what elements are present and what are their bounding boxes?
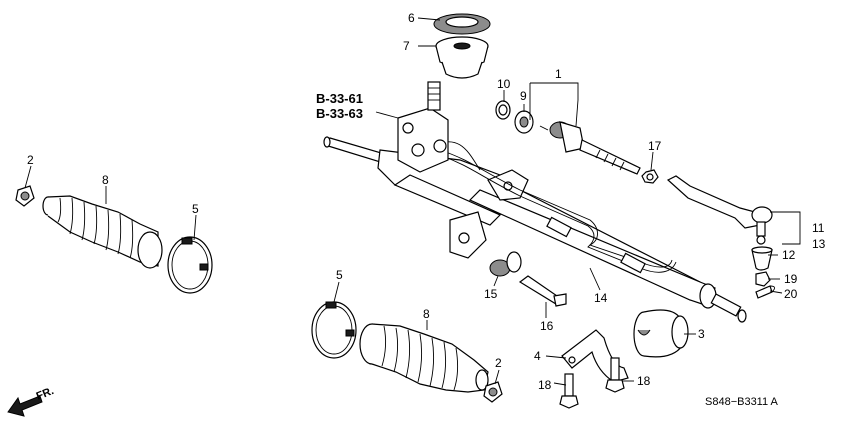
- callout-18-right: 18: [637, 374, 651, 388]
- callout-19: 19: [784, 272, 798, 286]
- callout-12: 12: [782, 248, 796, 262]
- grommet-part-15: [489, 251, 522, 277]
- callout-14: 14: [594, 291, 608, 305]
- reference-codes: B-33-61 B-33-63: [316, 91, 363, 121]
- callout-8-right: 8: [423, 307, 430, 321]
- callout-3: 3: [698, 327, 705, 341]
- callout-2-left: 2: [27, 153, 34, 167]
- bolt-part-16: [518, 275, 567, 307]
- boot-band-part-5-left: [167, 236, 213, 294]
- callout-20: 20: [784, 287, 798, 301]
- castle-nut-part-19: [755, 271, 771, 287]
- callout-15: 15: [484, 287, 498, 301]
- leader-lines: [24, 17, 801, 386]
- bolt-part-18-right: [605, 357, 625, 393]
- boot-part-12: [751, 246, 773, 271]
- callout-11: 11: [812, 221, 825, 235]
- rack-housing: [323, 81, 747, 323]
- dust-seal-part-6: [433, 13, 491, 35]
- callout-9: 9: [520, 89, 527, 103]
- callout-10: 10: [497, 77, 511, 91]
- callout-4: 4: [534, 349, 541, 363]
- mount-bushing-part-3: [633, 309, 689, 358]
- callout-13: 13: [812, 237, 826, 251]
- bearing-part-7: [435, 36, 489, 79]
- callout-7: 7: [403, 39, 410, 53]
- steering-boot-part-8-right: [359, 323, 489, 393]
- lock-washer-part-9: [514, 110, 534, 134]
- callout-numbers: 6 7 10 9 1 17 11 13 12 19 20 3 4 18 18 1…: [27, 11, 826, 392]
- nut-part-17: [641, 169, 659, 184]
- callout-16: 16: [540, 319, 554, 333]
- callout-18-left: 18: [538, 378, 552, 392]
- clip-part-2-right: [483, 381, 503, 403]
- steering-boot-part-8-left: [42, 195, 163, 269]
- front-direction-arrow: FR.: [7, 385, 56, 417]
- callout-2-right: 2: [495, 356, 502, 370]
- clip-part-2-left: [15, 185, 35, 207]
- callout-8-left: 8: [102, 173, 109, 187]
- boot-band-part-5-right: [311, 301, 357, 359]
- cotter-pin-part-20: [755, 285, 775, 299]
- ref-b-33-61: B-33-61: [316, 91, 363, 106]
- bolt-part-18-left: [559, 373, 579, 409]
- ref-b-33-63: B-33-63: [316, 106, 363, 121]
- callout-6: 6: [408, 11, 415, 25]
- callout-5-right: 5: [336, 268, 343, 282]
- callout-17: 17: [648, 139, 662, 153]
- direction-label: FR.: [35, 385, 56, 403]
- diagram-code: S848−B3311 A: [705, 396, 779, 408]
- tie-rod-end-part-11-13: [666, 175, 773, 245]
- stop-ring-part-10: [495, 100, 511, 120]
- tie-rod-inner-part-1: [539, 121, 641, 175]
- callout-5-left: 5: [192, 202, 199, 216]
- callout-1: 1: [555, 67, 562, 81]
